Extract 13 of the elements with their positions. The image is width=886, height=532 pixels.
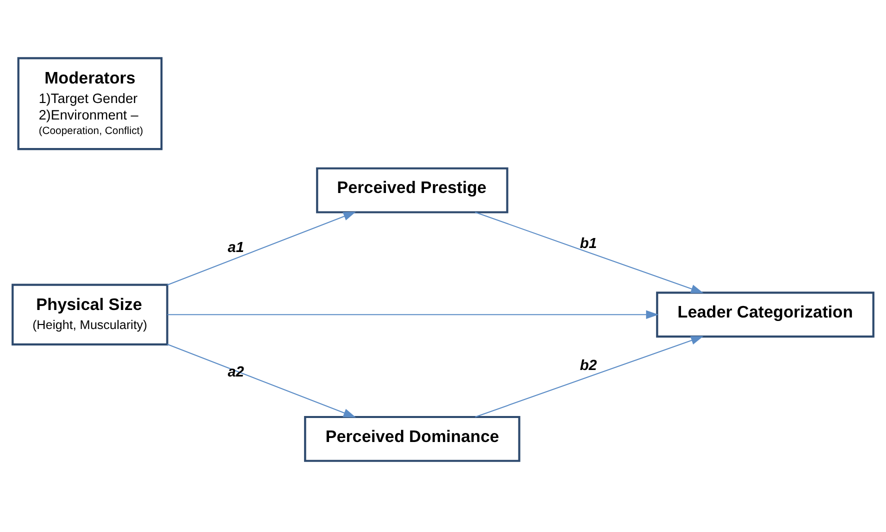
arrow: [475, 211, 704, 293]
arrow: [167, 211, 356, 285]
edge-label: b2: [580, 358, 597, 374]
arrow: [167, 310, 659, 319]
edge-label: b1: [580, 235, 597, 252]
edge-label: a1: [228, 240, 244, 256]
node-box: Perceived Dominance: [304, 415, 520, 462]
node-box: Moderators 1)Target Gender 2)Environment – (Cooperation, Conflict): [17, 56, 163, 150]
node-box: Leader Categorization: [656, 291, 874, 338]
arrow: [475, 336, 704, 417]
node-box: Perceived Prestige: [316, 166, 508, 213]
arrow: [167, 343, 356, 417]
node-box: Physical Size (Height, Muscularity): [12, 283, 168, 345]
